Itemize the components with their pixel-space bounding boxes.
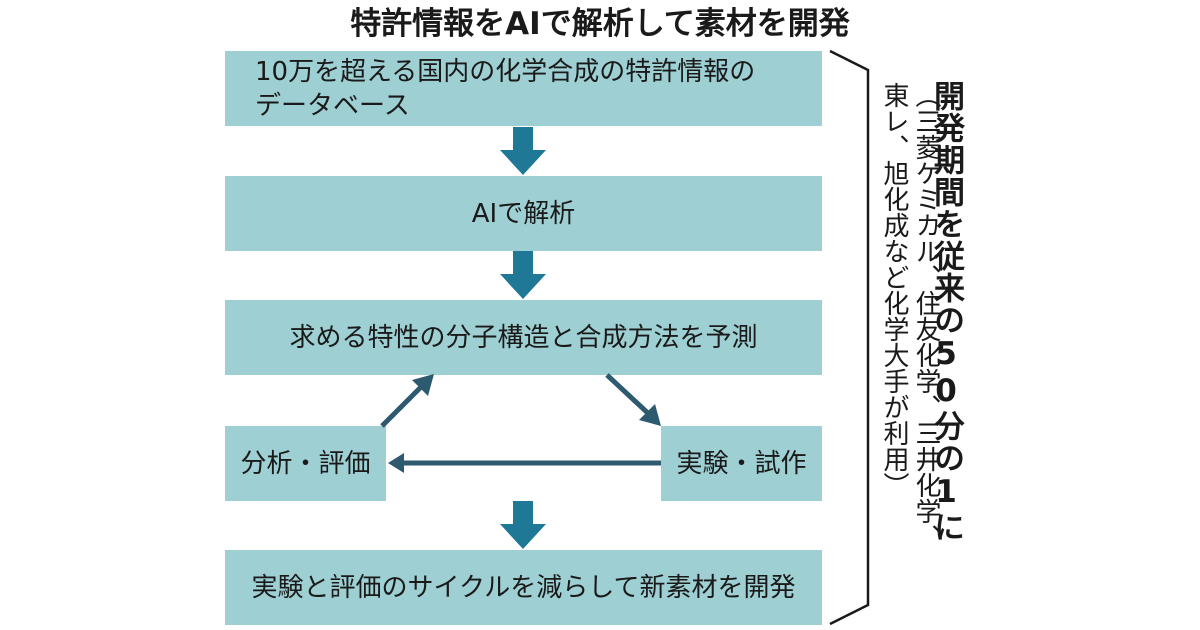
bracket xyxy=(829,49,870,626)
arrowhead-icon xyxy=(639,404,661,426)
arrowhead-icon xyxy=(412,374,434,396)
step-evaluate-label: 分析・評価 xyxy=(240,448,371,479)
cycle-arrow-evaluate-to-predict xyxy=(380,382,426,428)
step-analyze-box: AIで解析 xyxy=(225,176,822,251)
step-predict-label: 求める特性の分子構造と合成方法を予測 xyxy=(289,322,758,353)
step-database-line1: 10万を超える国内の化学合成の特許情報の xyxy=(255,56,756,87)
step-database-box: 10万を超える国内の化学合成の特許情報の データベース xyxy=(225,51,822,126)
step-result-label: 実験と評価のサイクルを減らして新素材を開発 xyxy=(251,572,796,603)
note-main: 開発期間を従来の50分の1に xyxy=(928,80,964,543)
down-arrow-icon xyxy=(500,501,546,549)
step-predict-box: 求める特性の分子構造と合成方法を予測 xyxy=(225,300,822,375)
note-sub: （三菱ケミカル、住友化学、三井化学、東レ、旭化成など化学大手が利用） xyxy=(879,82,941,550)
step-database-line2: データベース xyxy=(255,90,410,121)
arrowhead-icon xyxy=(388,453,404,473)
step-analyze-label: AIで解析 xyxy=(471,198,576,229)
cycle-arrow-predict-to-experiment xyxy=(605,373,653,418)
step-evaluate-box: 分析・評価 xyxy=(225,426,386,501)
step-result-box: 実験と評価のサイクルを減らして新素材を開発 xyxy=(225,550,822,625)
down-arrow-icon xyxy=(500,251,546,299)
step-experiment-label: 実験・試作 xyxy=(676,448,807,479)
down-arrow-icon xyxy=(500,127,546,175)
diagram-title: 特許情報をAIで解析して素材を開発 xyxy=(350,6,850,42)
step-experiment-box: 実験・試作 xyxy=(661,426,822,501)
